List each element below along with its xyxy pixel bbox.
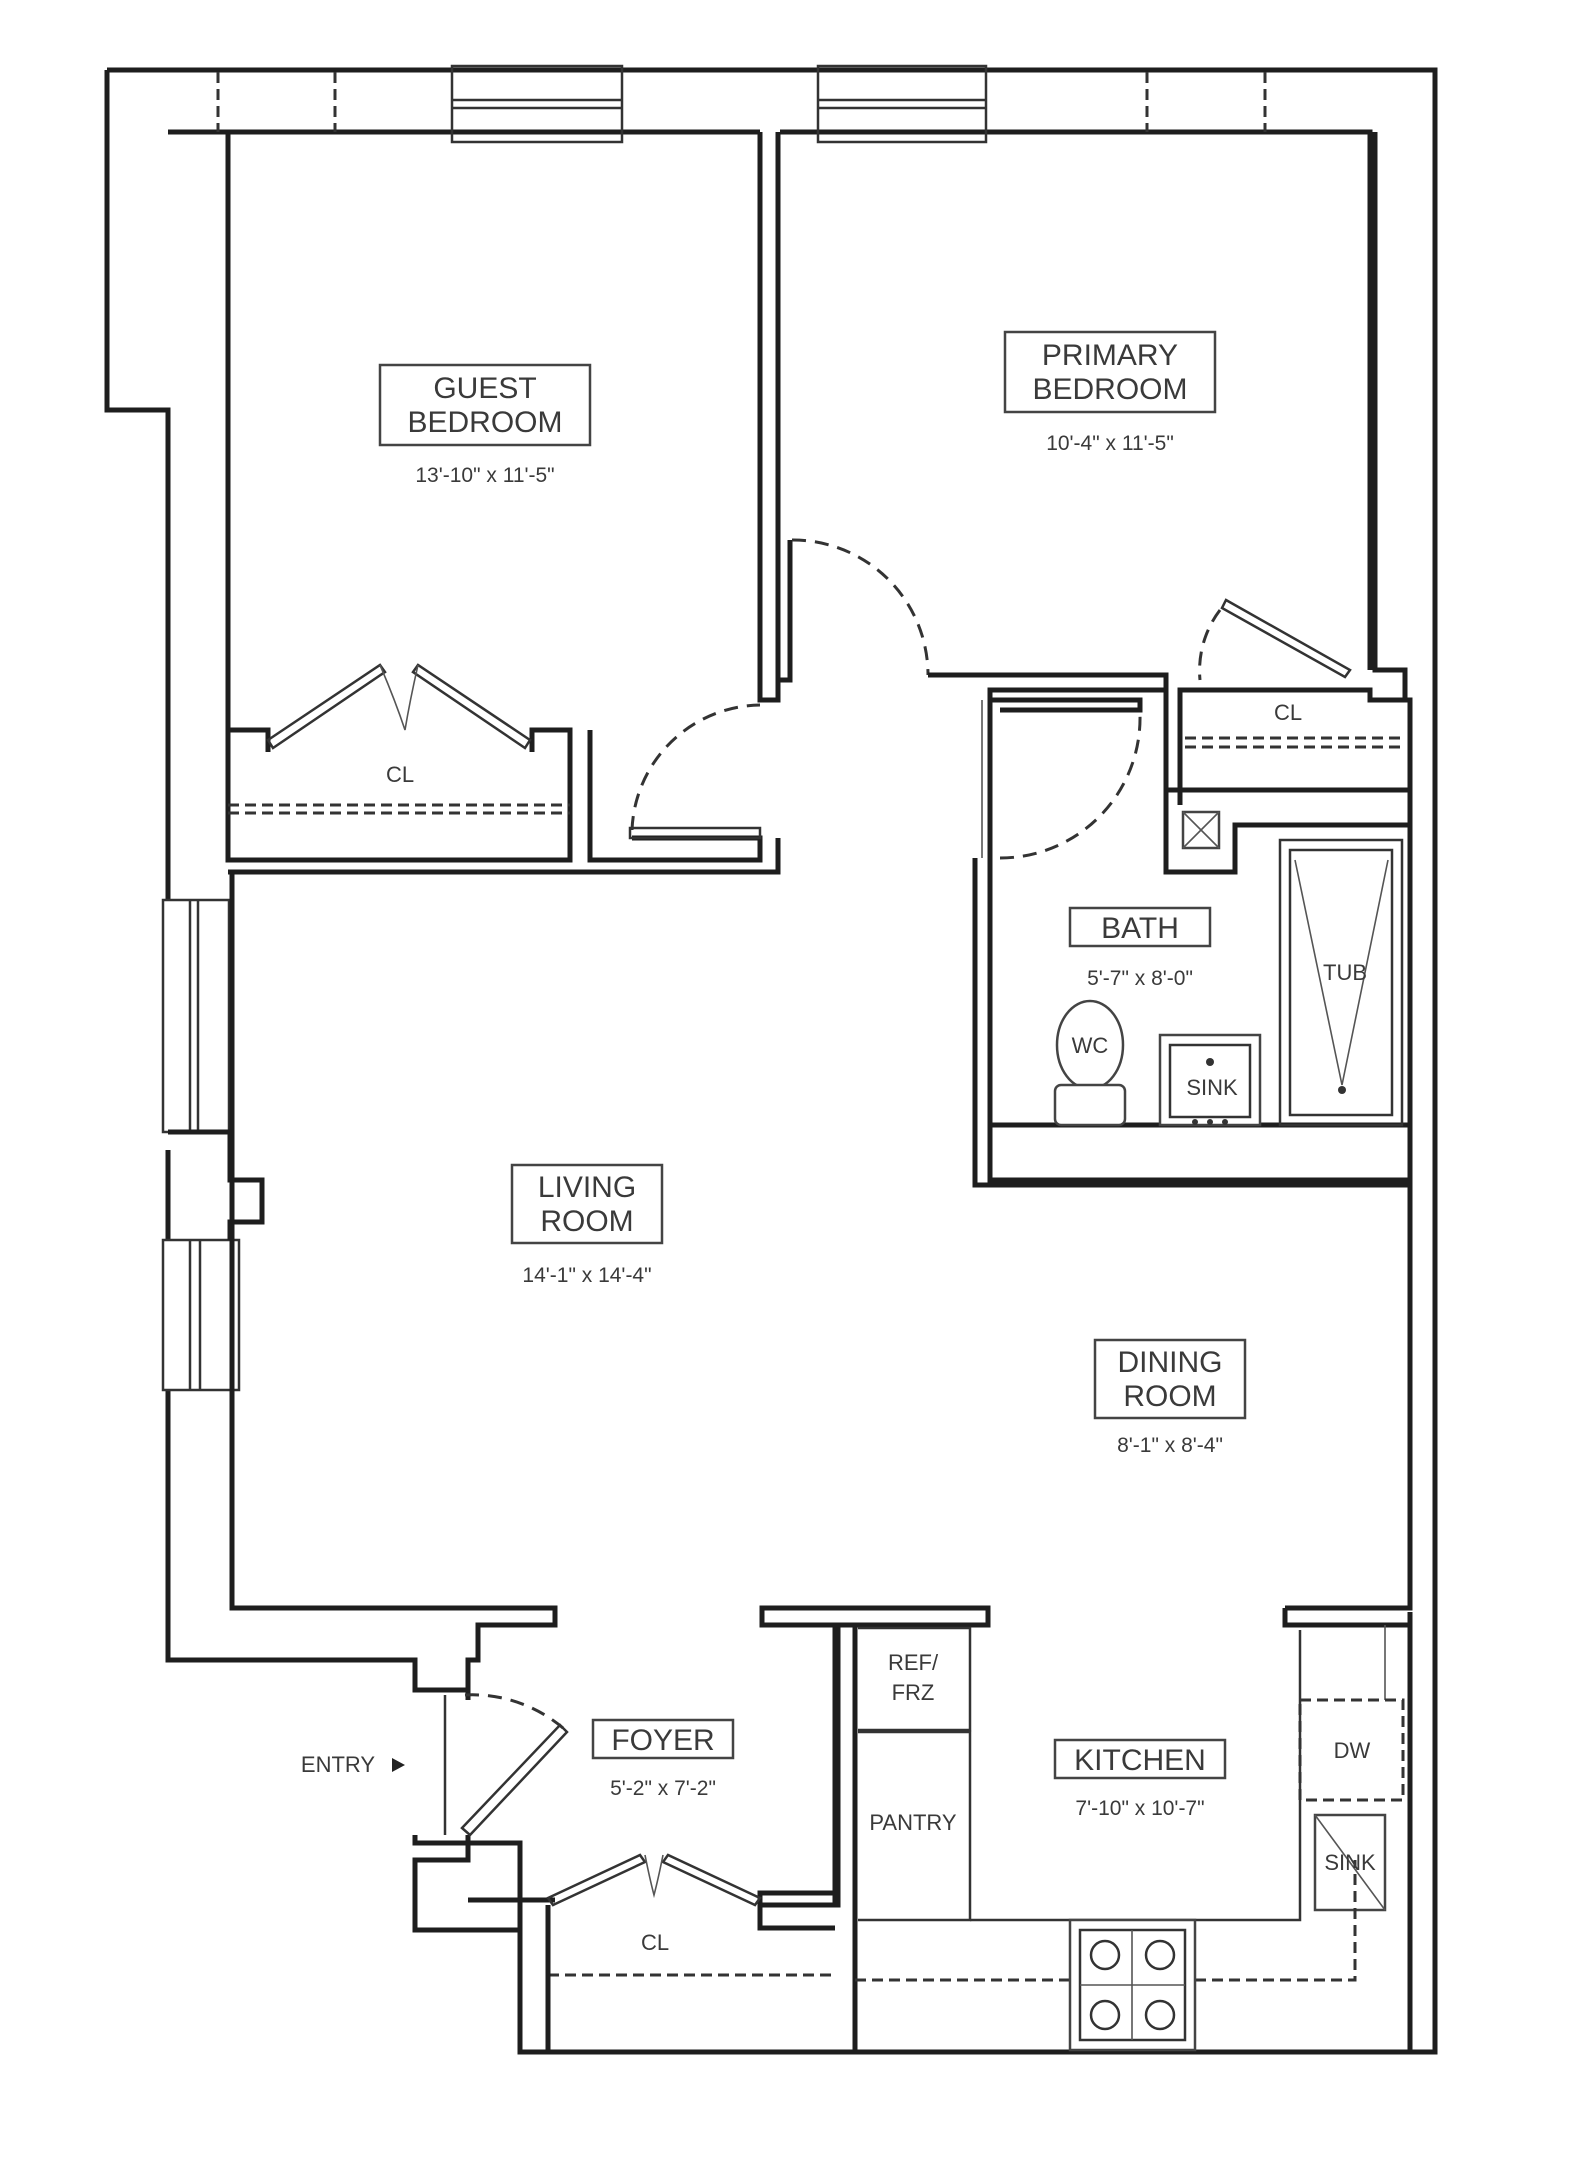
bath-sink-label: SINK [1186,1075,1238,1100]
guest-bedroom-walls [225,132,781,875]
guest-bedroom-label-line1: GUEST [433,372,536,405]
entry-arrow-icon [392,1758,405,1772]
living-room-label-line2: ROOM [540,1205,633,1238]
toilet-label: WC [1072,1033,1109,1058]
living-kitchen-walls [229,872,1413,2052]
left-windows [161,898,265,1392]
label-boxes [378,330,1247,1780]
fridge-label-line2: FRZ [892,1680,935,1705]
living-room-dimensions: 14'-1" x 14'-4" [522,1264,651,1287]
primary-bedroom-label-line2: BEDROOM [1032,373,1187,406]
kitchen-dimensions: 7'-10" x 10'-7" [1075,1797,1204,1820]
guest-bedroom-label-line2: BEDROOM [407,406,562,439]
foyer-dimensions: 5'-2" x 7'-2" [610,1777,716,1800]
kitchen-label: KITCHEN [1074,1744,1206,1777]
tub-label: TUB [1323,960,1367,985]
living-room-label-line1: LIVING [538,1171,636,1204]
primary-closet-label: CL [1274,700,1302,725]
pantry-label: PANTRY [869,1810,957,1835]
dining-room-dimensions: 8'-1" x 8'-4" [1117,1434,1223,1457]
guest-closet-label: CL [386,762,414,787]
kitchen-sink-label: SINK [1324,1850,1376,1875]
entry-label: ENTRY [301,1752,375,1777]
dishwasher-label: DW [1334,1738,1371,1763]
primary-bedroom-label-line1: PRIMARY [1042,339,1178,372]
foyer-label: FOYER [611,1724,714,1757]
guest-bedroom-dimensions: 13'-10" x 11'-5" [415,464,554,487]
foyer-walls [412,1625,838,2052]
bath-label: BATH [1101,912,1179,945]
bath-dimensions: 5'-7" x 8'-0" [1087,967,1193,990]
foyer-closet-label: CL [641,1930,669,1955]
dining-room-label-line1: DINING [1118,1346,1223,1379]
primary-bedroom-dimensions: 10'-4" x 11'-5" [1046,432,1174,455]
top-windows [216,64,1267,144]
dining-room-label-line2: ROOM [1123,1380,1216,1413]
primary-bedroom-walls [775,538,1410,1188]
fridge-label-line1: REF/ [888,1650,939,1675]
bath-fixtures [1053,838,1404,1127]
